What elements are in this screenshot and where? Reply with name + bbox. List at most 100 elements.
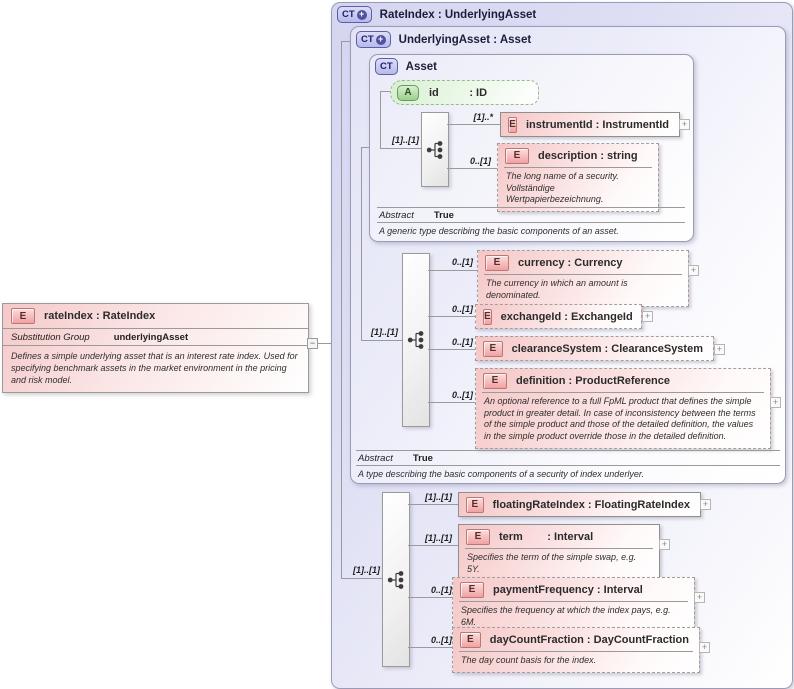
element-icon: E xyxy=(483,308,492,325)
plus-icon: + xyxy=(702,499,709,509)
connector-line xyxy=(428,402,475,403)
element-description-doc: The long name of a security. Vollständig… xyxy=(504,167,652,211)
element-definition[interactable]: E definition : ProductReference An optio… xyxy=(475,368,771,449)
connector-line xyxy=(361,147,370,148)
cardinality-label: 0..[1] xyxy=(469,156,491,166)
ct-badge[interactable]: CT + xyxy=(356,31,391,48)
connector-line xyxy=(408,647,452,648)
complex-type-underlyingasset-title: UnderlyingAsset : Asset xyxy=(398,33,532,46)
cardinality-label: [1]..* xyxy=(473,112,493,122)
plus-icon: + xyxy=(716,344,723,354)
expand-plus-icon: + xyxy=(375,34,386,45)
connector-line xyxy=(318,343,331,344)
connector-line xyxy=(447,124,500,125)
element-icon: E xyxy=(485,254,509,271)
expand-button[interactable]: + xyxy=(770,397,781,408)
plus-icon: + xyxy=(696,592,703,602)
cardinality-label: [1]..[1] xyxy=(392,135,419,145)
plus-icon: + xyxy=(772,397,779,407)
connector-line xyxy=(380,91,381,148)
element-instrumentid[interactable]: E instrumentId : InstrumentId xyxy=(500,112,680,137)
element-icon: E xyxy=(460,631,481,648)
connector-line xyxy=(447,168,497,169)
sequence-icon xyxy=(407,331,424,349)
cardinality-label: [1]..[1] xyxy=(371,327,398,337)
cardinality-label: 0..[1] xyxy=(430,585,452,595)
cardinality-label: [1]..[1] xyxy=(425,492,452,502)
expand-button[interactable]: + xyxy=(688,265,699,276)
element-clearancesystem[interactable]: E clearanceSystem : ClearanceSystem xyxy=(475,336,714,361)
sequence-compositor[interactable] xyxy=(402,253,430,427)
ct-badge-label: CT xyxy=(361,34,374,45)
element-description-label: description : string xyxy=(538,149,638,162)
element-rateindex-title: rateIndex : RateIndex xyxy=(44,310,156,322)
expand-button[interactable]: + xyxy=(714,344,725,355)
plus-icon: + xyxy=(681,119,688,129)
element-rateindex-doc: Defines a simple underlying asset that i… xyxy=(3,345,308,392)
complex-type-underlyingasset-header: CT + UnderlyingAsset : Asset xyxy=(356,31,531,48)
plus-icon: + xyxy=(701,642,708,652)
substitution-group-label: Substitution Group xyxy=(11,332,90,343)
expand-button[interactable]: + xyxy=(642,311,653,322)
element-term[interactable]: E term : Interval Specifies the term of … xyxy=(458,524,660,582)
minus-icon: − xyxy=(309,338,316,348)
element-floatingrateindex-label: floatingRateIndex : FloatingRateIndex xyxy=(492,498,690,511)
ct-badge[interactable]: CT + xyxy=(337,6,372,23)
asset-type-footer: Abstract True A generic type describing … xyxy=(377,207,685,238)
expand-button[interactable]: + xyxy=(699,642,710,653)
element-floatingrateindex[interactable]: E floatingRateIndex : FloatingRateIndex xyxy=(458,492,701,517)
element-exchangeid[interactable]: E exchangeId : ExchangeId xyxy=(475,304,642,329)
connector-line xyxy=(408,597,452,598)
element-icon: E xyxy=(483,340,503,357)
sequence-compositor[interactable] xyxy=(382,492,410,667)
element-definition-label: definition : ProductReference xyxy=(516,374,671,387)
plus-icon: + xyxy=(690,265,697,275)
element-daycountfraction-doc: The day count basis for the index. xyxy=(459,651,693,672)
element-definition-doc: An optional reference to a full FpML pro… xyxy=(482,392,764,448)
element-icon: E xyxy=(11,308,35,324)
element-term-label: term : Interval xyxy=(499,530,594,543)
element-currency[interactable]: E currency : Currency The currency in wh… xyxy=(477,250,689,308)
element-rateindex[interactable]: E rateIndex : RateIndex Substitution Gro… xyxy=(2,303,309,394)
connector-line xyxy=(380,148,421,149)
complex-type-asset-title: Asset xyxy=(405,60,437,73)
abstract-label: Abstract xyxy=(358,453,393,464)
collapse-toggle[interactable]: − xyxy=(307,338,318,349)
attribute-id[interactable]: A id : ID xyxy=(390,80,539,105)
element-description[interactable]: E description : string The long name of … xyxy=(497,143,659,213)
ct-badge-label: CT xyxy=(380,61,393,72)
element-rateindex-header: E rateIndex : RateIndex xyxy=(3,304,308,328)
cardinality-label: 0..[1] xyxy=(451,390,473,400)
expand-button[interactable]: + xyxy=(659,539,670,550)
connector-line xyxy=(428,316,475,317)
abstract-label: Abstract xyxy=(379,210,414,221)
attribute-id-label: id : ID xyxy=(429,86,488,99)
cardinality-label: 0..[1] xyxy=(451,304,473,314)
element-icon: E xyxy=(466,496,484,513)
expand-button[interactable]: + xyxy=(700,499,711,510)
sequence-icon xyxy=(387,570,404,589)
substitution-group-row: Substitution Group underlyingAsset xyxy=(3,328,308,345)
complex-type-asset-header: CT Asset xyxy=(375,58,437,75)
connector-line xyxy=(408,504,458,505)
element-exchangeid-label: exchangeId : ExchangeId xyxy=(500,310,633,323)
connector-line xyxy=(341,41,351,42)
expand-plus-icon: + xyxy=(356,9,367,20)
sequence-compositor[interactable] xyxy=(421,112,449,187)
abstract-value: True xyxy=(433,210,454,221)
expand-button[interactable]: + xyxy=(694,592,705,603)
element-daycountfraction[interactable]: E dayCountFraction : DayCountFraction Th… xyxy=(452,627,700,673)
ct-badge[interactable]: CT xyxy=(375,58,398,75)
plus-icon: + xyxy=(644,311,651,321)
cardinality-label: [1]..[1] xyxy=(353,565,380,575)
connector-line xyxy=(341,578,382,579)
underlyingasset-type-footer: Abstract True A type describing the basi… xyxy=(356,450,780,481)
connector-line xyxy=(428,270,477,271)
cardinality-label: 0..[1] xyxy=(451,257,473,267)
element-icon: E xyxy=(505,147,529,164)
expand-button[interactable]: + xyxy=(679,119,690,130)
element-paymentfrequency[interactable]: E paymentFrequency : Interval Specifies … xyxy=(452,577,695,635)
element-clearancesystem-label: clearanceSystem : ClearanceSystem xyxy=(511,342,703,355)
element-currency-label: currency : Currency xyxy=(518,256,623,269)
connector-line xyxy=(361,147,362,340)
